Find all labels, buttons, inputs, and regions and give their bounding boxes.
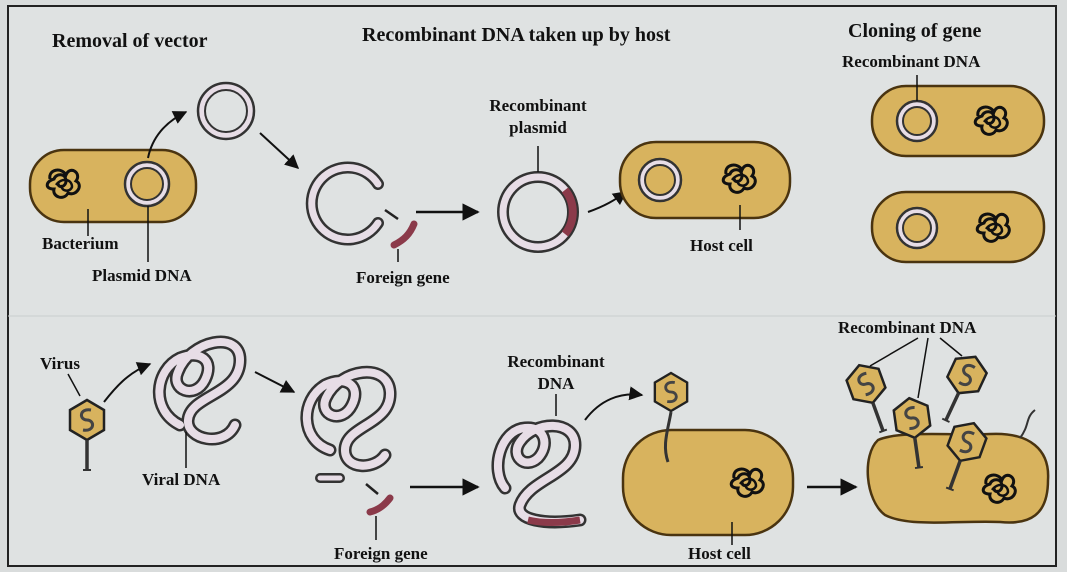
heading-recombinant-dna-uptake: Recombinant DNA taken up by host	[362, 24, 670, 46]
heading-cloning-of-gene: Cloning of gene	[848, 20, 981, 42]
label-recombinant-plasmid-line2: plasmid	[478, 118, 598, 137]
label-recombinant-dna-top: Recombinant DNA	[842, 52, 980, 71]
host-cell-bottom	[623, 430, 793, 535]
label-recombinant-dna-line2: DNA	[496, 374, 616, 393]
label-virus: Virus	[40, 354, 80, 373]
label-recombinant-dna-line1: Recombinant	[496, 352, 616, 371]
label-foreign-gene-top: Foreign gene	[356, 268, 450, 287]
label-foreign-gene-bottom: Foreign gene	[334, 544, 428, 563]
label-bacterium: Bacterium	[42, 234, 118, 253]
label-viral-dna: Viral DNA	[142, 470, 220, 489]
bacterium-cell	[30, 150, 196, 222]
label-recombinant-plasmid-line1: Recombinant	[478, 96, 598, 115]
label-host-cell-top: Host cell	[690, 236, 753, 255]
heading-removal-of-vector: Removal of vector	[52, 30, 208, 52]
label-recombinant-dna-bottom: Recombinant DNA	[838, 318, 976, 337]
label-plasmid-dna: Plasmid DNA	[92, 266, 192, 285]
label-host-cell-bottom: Host cell	[688, 544, 751, 563]
